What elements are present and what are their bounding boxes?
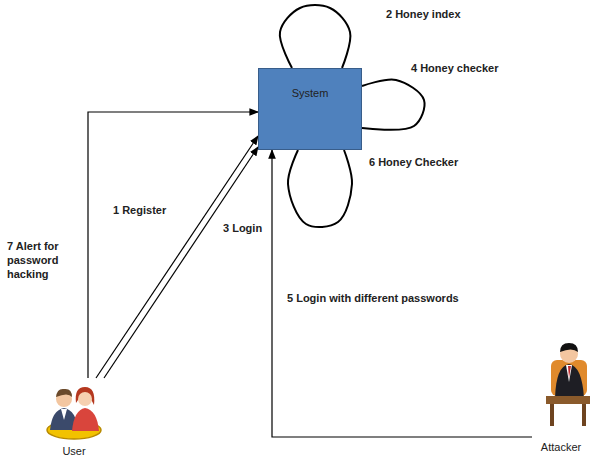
user-actor: User — [38, 378, 110, 460]
step-label: 3 Login — [222, 222, 263, 236]
node-label: User — [62, 445, 85, 458]
desk-leg — [550, 404, 554, 426]
attacker-tie — [568, 366, 571, 378]
system-box: System — [258, 68, 362, 150]
attacker-icon — [546, 343, 590, 426]
man-hair — [56, 389, 72, 397]
step-label: 2 Honey index — [385, 8, 462, 22]
woman-body — [72, 408, 99, 431]
desk — [546, 396, 590, 404]
attacker-hair — [560, 343, 578, 352]
flow-arrow — [88, 112, 258, 378]
attacker-body — [555, 364, 584, 398]
step-label: 1 Register — [112, 204, 167, 218]
attacker-actor: Attacker — [532, 338, 590, 456]
flow-arrow — [104, 147, 258, 378]
node-label: System — [292, 87, 329, 100]
self-loop — [280, 5, 351, 68]
flow-arrow — [96, 136, 258, 378]
step-label: 4 Honey checker — [410, 62, 499, 76]
man-shirt — [61, 409, 67, 420]
step-label: 6 Honey Checker — [368, 156, 459, 170]
step-label: 5 Login with different passwords — [286, 292, 460, 306]
woman-head — [78, 392, 92, 406]
step-label: 7 Alert for password hacking — [6, 240, 82, 281]
attacker-shirt — [566, 365, 572, 382]
woman-hair — [76, 387, 95, 405]
node-label: Attacker — [541, 441, 581, 454]
desk-leg — [582, 404, 586, 426]
user-icon — [47, 387, 101, 439]
flow-arrow — [272, 150, 532, 437]
self-loop — [288, 150, 352, 227]
self-loop — [362, 80, 425, 130]
